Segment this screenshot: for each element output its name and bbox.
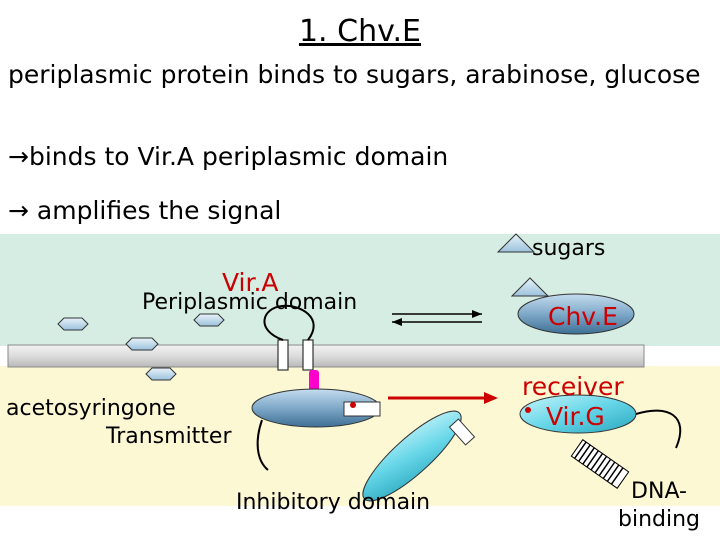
virg-linker [635, 409, 682, 449]
vira-periplasmic-loop [263, 304, 315, 341]
label-periplasmic-domain: Periplasmic domain [142, 290, 358, 315]
sugar-molecule [57, 317, 89, 331]
label-dna-binding: DNA- binding [618, 479, 701, 532]
sugar-molecule [125, 337, 159, 351]
sugar-triangle [496, 233, 536, 253]
label-chve: Chv.E [548, 302, 618, 331]
label-receiver: receiver [522, 372, 624, 401]
cytoplasm-band [0, 366, 720, 506]
bullet-sugar-binding: periplasmic protein binds to sugars, ara… [8, 60, 701, 89]
inhibitory-domain [362, 410, 462, 502]
phosphate-dot [350, 402, 356, 408]
vira-transmembrane-right [302, 339, 314, 371]
transmitter-notch [343, 401, 381, 417]
linker [256, 419, 269, 471]
arrowhead-red [484, 392, 498, 404]
label-transmitter: Transmitter [106, 424, 232, 449]
arrowhead [472, 310, 482, 318]
chve-protein [517, 293, 635, 335]
arrow-icon: → [8, 196, 29, 225]
bullet-amplify: → amplifies the signal [8, 196, 282, 225]
sugar-molecule [145, 367, 177, 381]
sugar-molecule [193, 313, 225, 327]
label-sugars: sugars [532, 236, 606, 261]
sugar-triangle [510, 277, 550, 297]
phosphorylation-site [309, 370, 319, 392]
dna-binding-domain [570, 439, 630, 489]
label-vira: Vir.A [222, 268, 279, 297]
label-inhibitory-domain: Inhibitory domain [236, 490, 431, 515]
label-virg: Vir.G [546, 402, 605, 431]
inner-membrane [7, 344, 645, 368]
vira-transmembrane-left [277, 339, 289, 371]
slide-title: 1. Chv.E [298, 14, 422, 49]
label-acetosyringone: acetosyringone [6, 396, 176, 421]
arrowhead [392, 318, 402, 326]
bullet-vira-binding: →binds to Vir.A periplasmic domain [8, 142, 449, 171]
virg-phosphate [525, 407, 531, 413]
inhibitory-domain-tab [448, 418, 476, 446]
arrow-icon: → [8, 142, 29, 171]
